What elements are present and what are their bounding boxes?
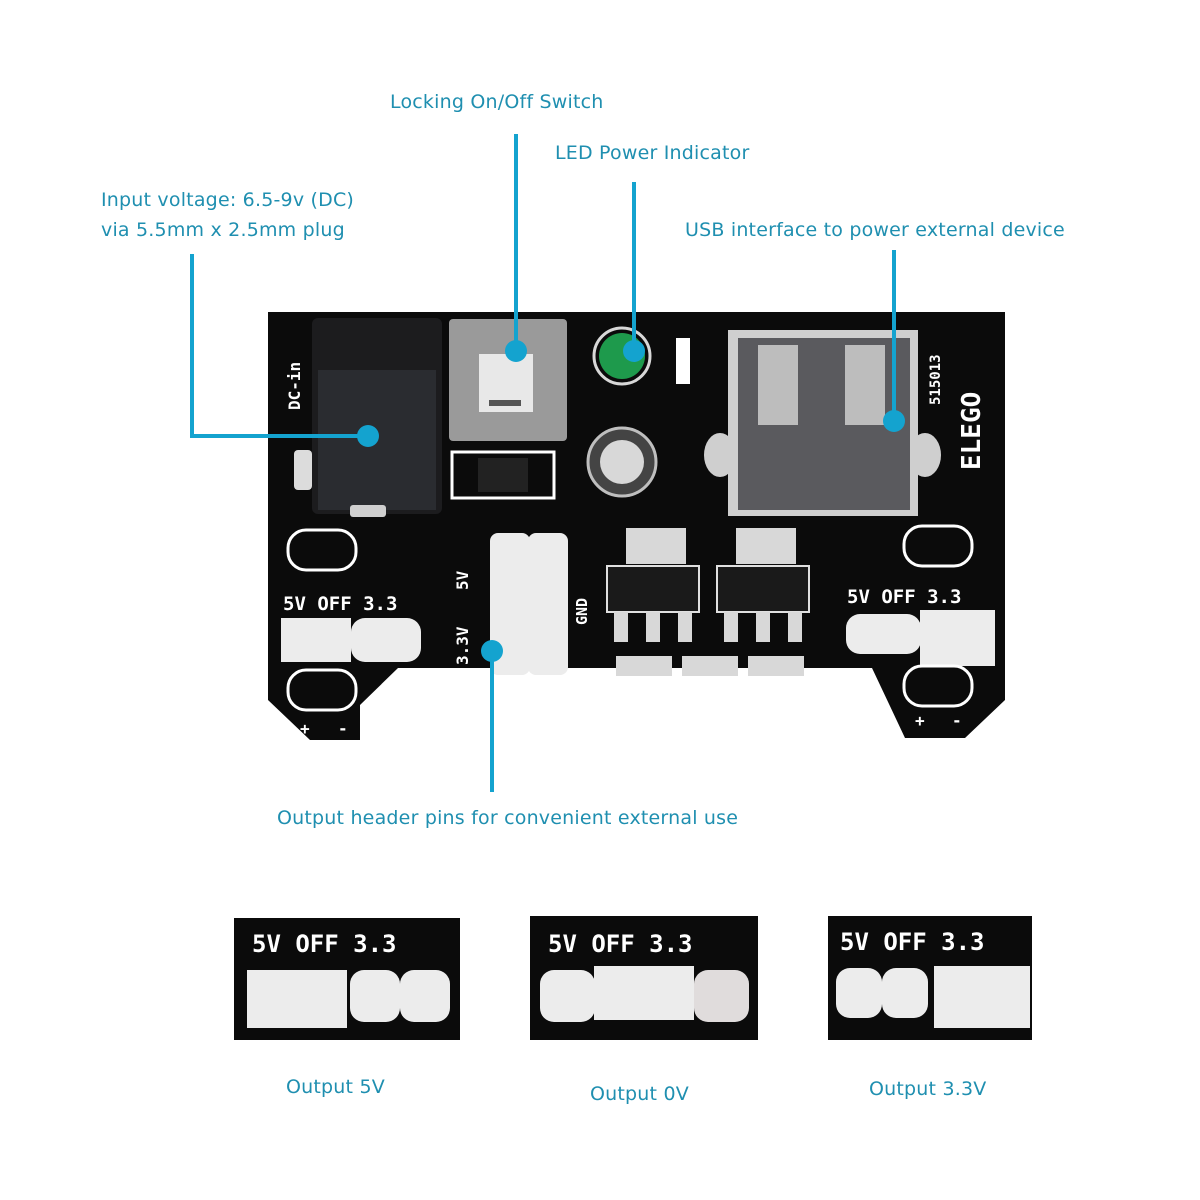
input-callout-label-line1: Input voltage: 6.5-9v (DC) [101, 189, 355, 211]
led-leader [632, 182, 636, 350]
elego-brand-logo: ELEGO [957, 392, 987, 470]
input-leader-dot [357, 425, 379, 447]
usb-callout-label: USB interface to power external device [685, 219, 1065, 241]
dc-in-silk-label: DC-in [285, 362, 304, 410]
header-leader [490, 650, 494, 792]
header-leader-dot [481, 640, 503, 662]
input-leader-vertical [190, 254, 194, 438]
usb-port [704, 330, 941, 516]
switch-callout-label: Locking On/Off Switch [390, 91, 604, 113]
header-gnd-silk: GND [573, 598, 591, 625]
right-minus-silk: - [952, 711, 962, 730]
header-5v-silk: 5V [453, 570, 472, 590]
jumper-caption-5v: Output 5V [286, 1076, 385, 1098]
header-3v3-silk: 3.3V [453, 626, 472, 665]
part-number-silk: 515013 [928, 354, 944, 405]
led-callout-label: LED Power Indicator [555, 142, 750, 164]
left-rail-silk: 5V OFF 3.3 [283, 593, 397, 615]
jumper-caption-0v: Output 0V [590, 1083, 689, 1105]
voltage-regulators [606, 528, 810, 676]
capacitor [586, 426, 658, 498]
switch-leader-dot [505, 340, 527, 362]
jumper-caption-3v3: Output 3.3V [869, 1078, 987, 1100]
switch-leader [514, 134, 518, 350]
left-rail: 5V OFF 3.3 + - [281, 528, 421, 738]
left-minus-silk: - [338, 719, 348, 738]
right-rail-silk: 5V OFF 3.3 [847, 586, 961, 608]
led-leader-dot [623, 340, 645, 362]
led-indicator [592, 326, 690, 386]
right-rail: 5V OFF 3.3 + - [846, 524, 995, 730]
locking-switch [449, 319, 567, 500]
usb-leader [892, 250, 896, 420]
dc-jack [294, 318, 442, 517]
usb-leader-dot [883, 410, 905, 432]
header-callout-label: Output header pins for convenient extern… [277, 807, 739, 829]
input-leader-horizontal [190, 434, 368, 438]
output-header-pins [490, 533, 568, 675]
right-plus-silk: + [915, 711, 925, 730]
input-callout-label-line2: via 5.5mm x 2.5mm plug [101, 219, 345, 241]
left-plus-silk: + [300, 719, 310, 738]
